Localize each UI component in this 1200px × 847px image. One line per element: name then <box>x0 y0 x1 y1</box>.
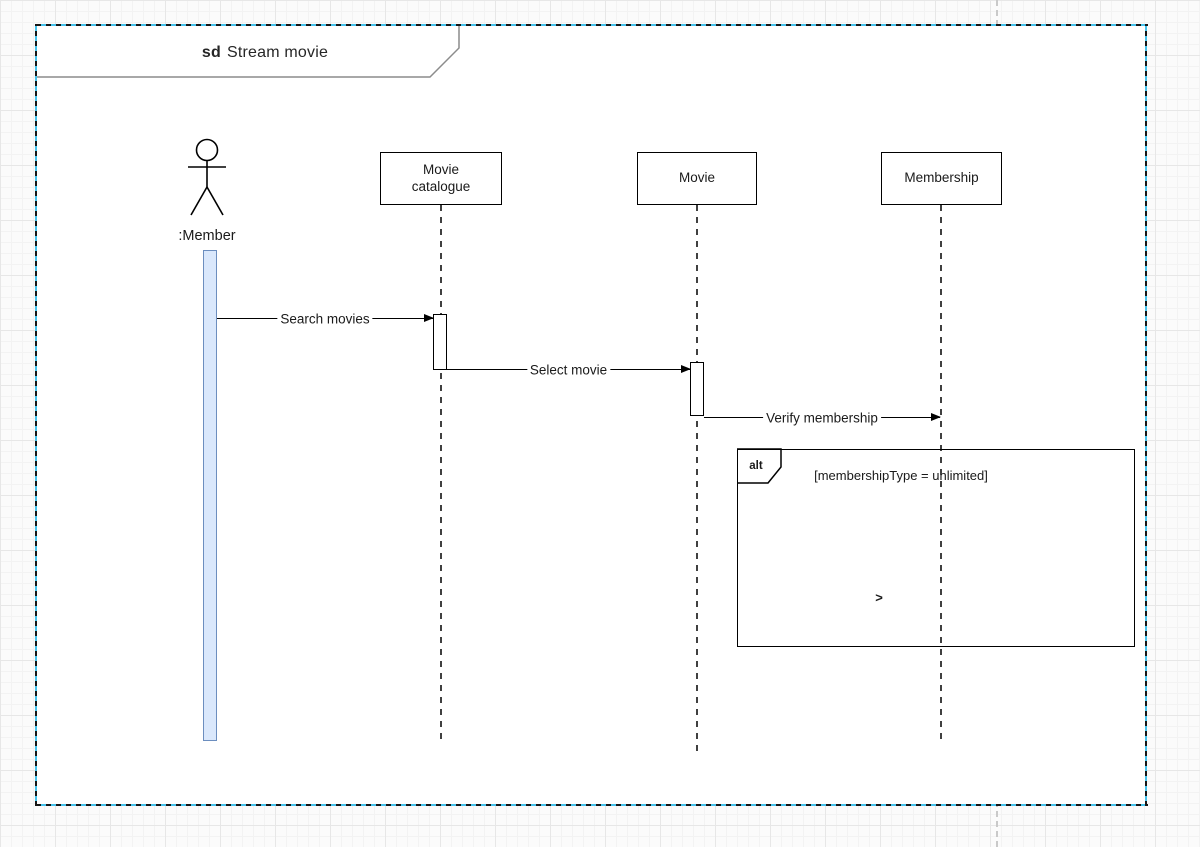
message-select-movie[interactable]: Select movie <box>447 362 691 377</box>
message-label: Search movies <box>277 311 373 326</box>
selection-border-top <box>36 24 1148 26</box>
selection-border-right <box>1145 24 1147 806</box>
lifeline-head-membership[interactable]: Membership <box>881 152 1002 205</box>
frame-title-pentagon <box>37 26 460 78</box>
message-search-movies[interactable]: Search movies <box>217 311 434 326</box>
alt-guard-condition: [membershipType = unlimited] <box>814 468 988 483</box>
actor-member-label: :Member <box>178 228 236 244</box>
frame-title-keyword: sd <box>201 44 221 61</box>
alt-fragment[interactable] <box>737 449 1135 647</box>
frame-title: sd Stream movie <box>120 40 410 66</box>
frame-title-name: Stream movie <box>226 44 329 61</box>
selection-border-left <box>35 24 37 806</box>
activation-bar-movie[interactable] <box>690 362 704 416</box>
alt-operator-label: alt <box>749 459 763 472</box>
message-verify-membership[interactable]: Verify membership <box>704 410 941 425</box>
actor-member-figure[interactable] <box>188 138 226 216</box>
lifeline-head-movie-catalogue[interactable]: Movie catalogue <box>380 152 502 205</box>
message-label: Select movie <box>526 362 611 377</box>
activation-bar-movie-catalogue[interactable] <box>433 314 447 370</box>
selection-border-bottom <box>36 804 1148 806</box>
lifeline-head-label: Membership <box>904 170 979 186</box>
lifeline-head-movie[interactable]: Movie <box>637 152 757 205</box>
activation-bar-member[interactable] <box>203 250 217 741</box>
message-label: Verify membership <box>763 410 881 425</box>
lifeline-head-label: Movie catalogue <box>411 161 471 194</box>
lifeline-head-label: Movie <box>678 170 715 186</box>
stray-arrowhead-glyph[interactable]: > <box>875 590 883 605</box>
